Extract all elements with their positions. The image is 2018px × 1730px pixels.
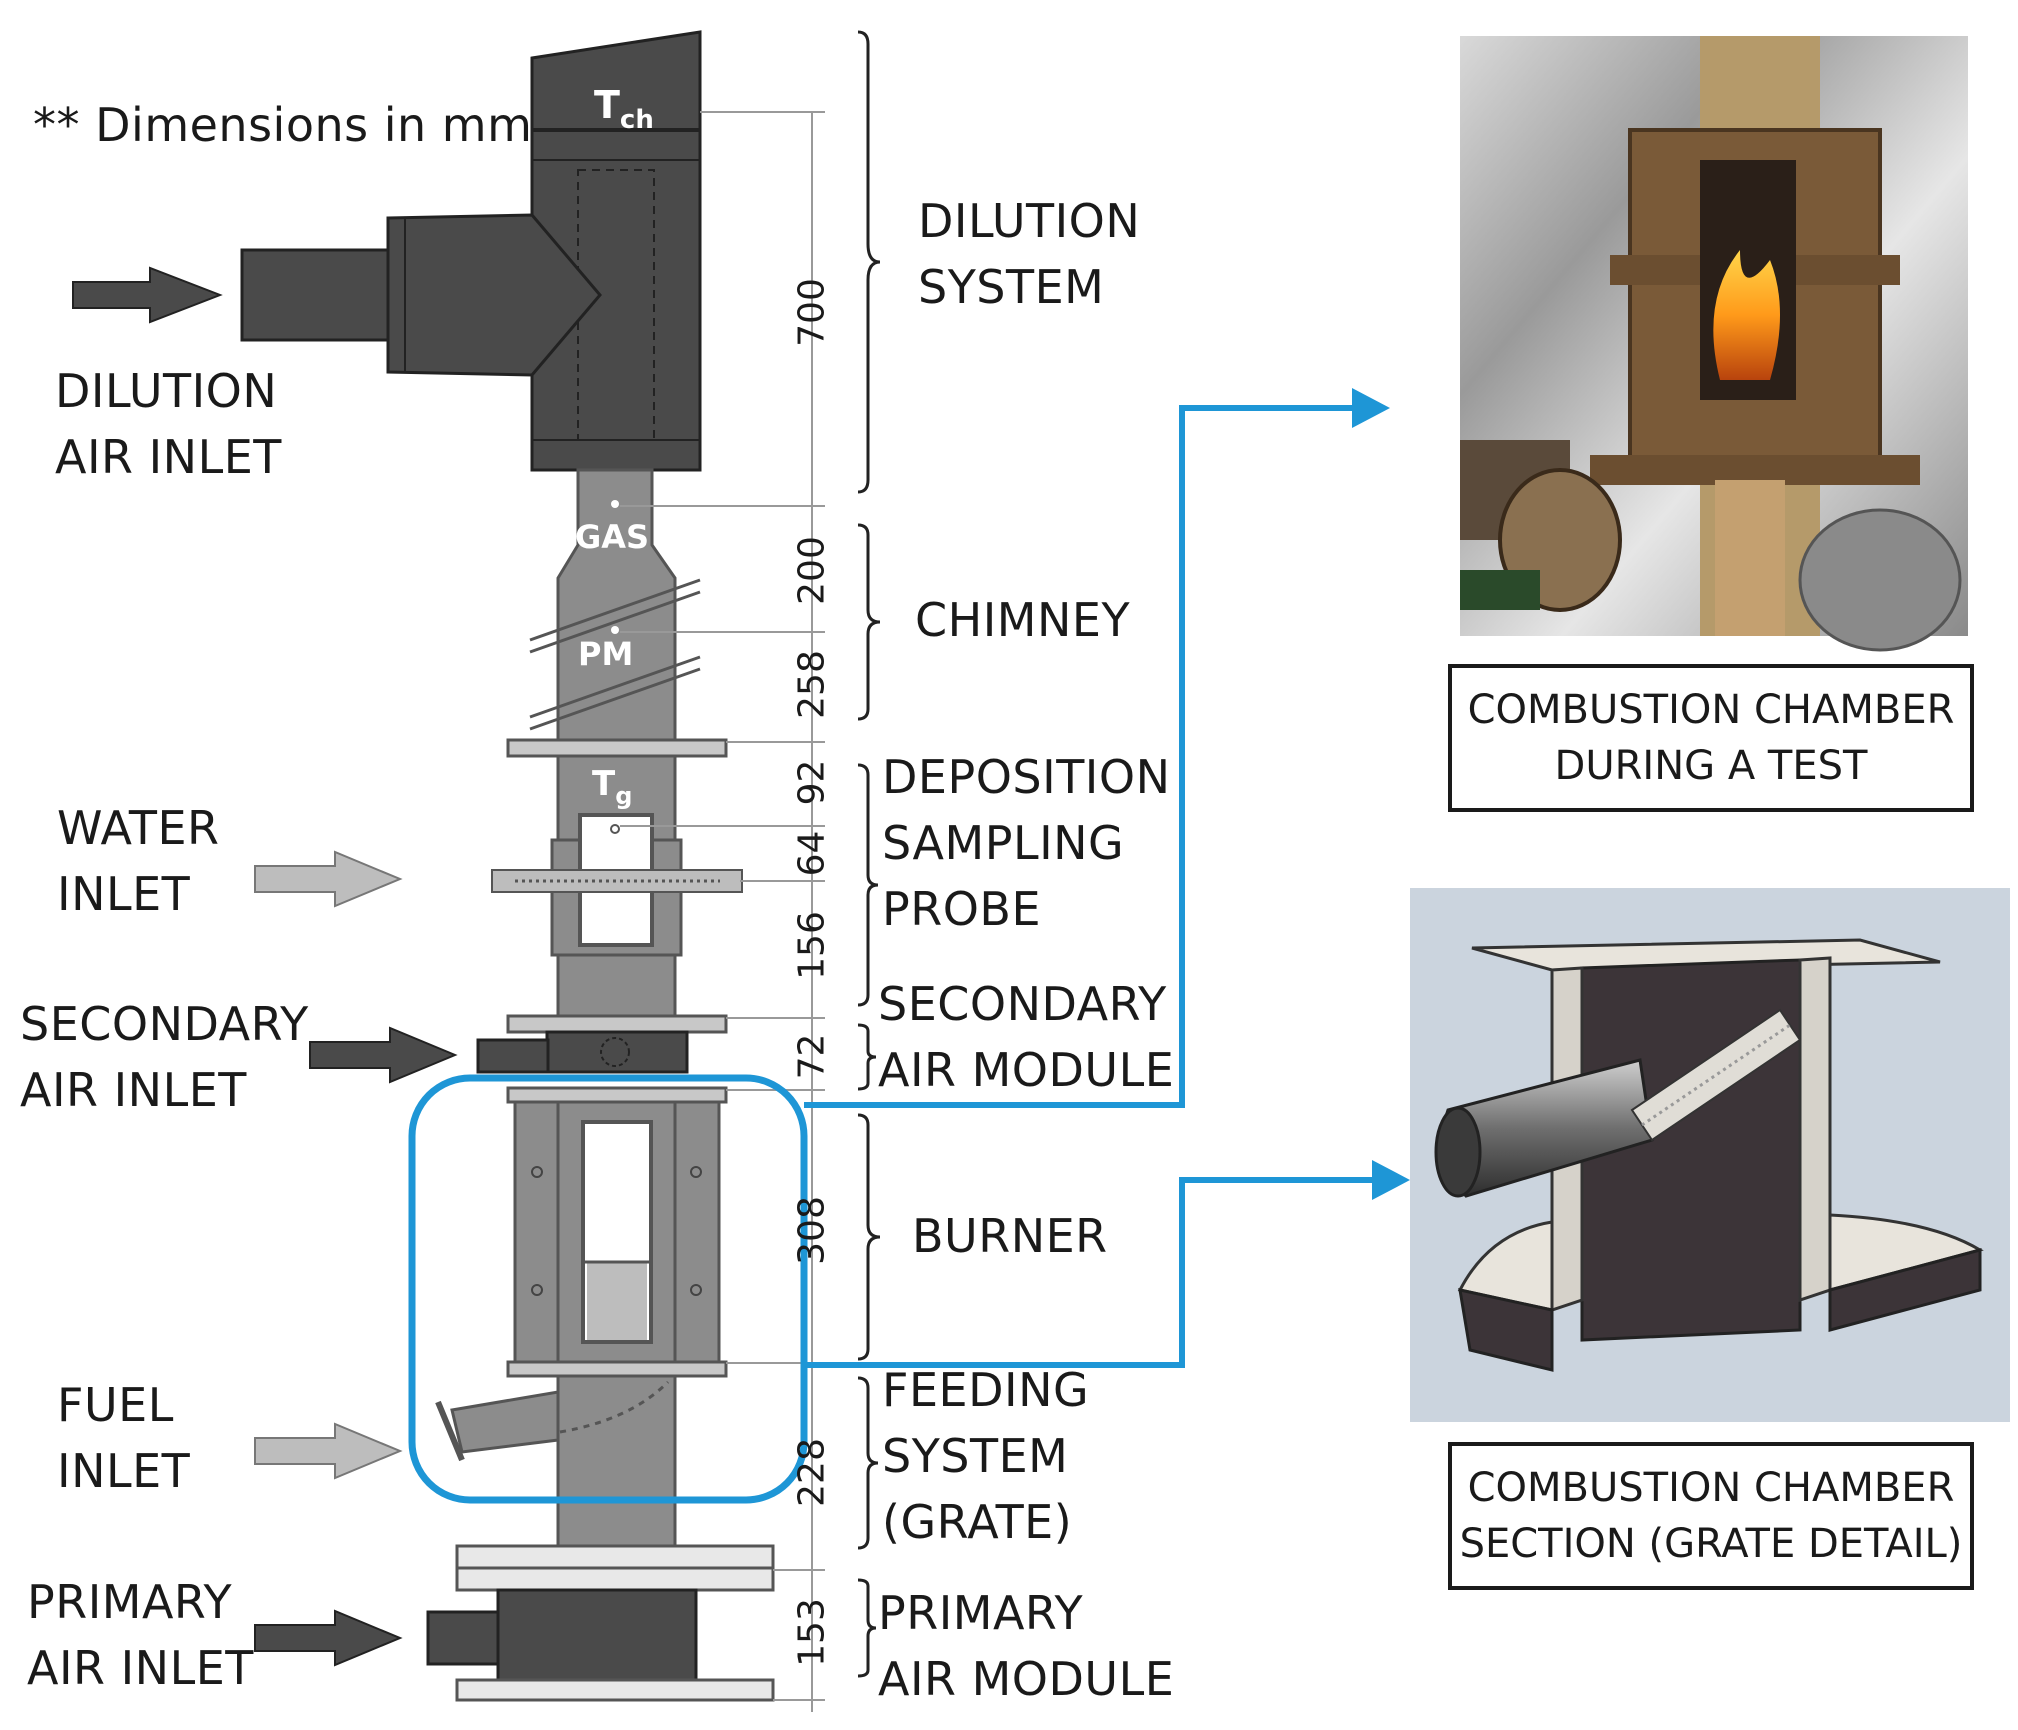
- secondary-inlet-arrow: [309, 1026, 458, 1084]
- connector-to-section: [804, 1177, 1388, 1368]
- connector-to-photo-arrowhead: [1352, 388, 1390, 428]
- primary-air-module-body: [426, 1544, 775, 1702]
- dim-228: 228: [791, 1438, 833, 1507]
- section-label-deposition: DEPOSITION SAMPLING PROBE: [882, 750, 1171, 936]
- section-label-dilution: DILUTION SYSTEM: [918, 194, 1141, 314]
- primary-inlet-arrow: [254, 1609, 403, 1667]
- caption-chamber-section: COMBUSTION CHAMBER SECTION (GRATE DETAIL…: [1448, 1442, 1974, 1590]
- inlet-label-water: WATER INLET: [57, 801, 220, 921]
- connector-to-section-arrowhead: [1372, 1160, 1410, 1200]
- dim-156: 156: [791, 911, 833, 980]
- inlet-label-primary: PRIMARY AIR INLET: [27, 1575, 254, 1695]
- chamber-section-render: [1410, 888, 2010, 1422]
- pm-sensor-label: PM: [578, 635, 633, 673]
- inlet-label-secondary: SECONDARY AIR INLET: [20, 997, 309, 1117]
- section-label-burner: BURNER: [912, 1209, 1108, 1263]
- dim-308: 308: [791, 1196, 833, 1265]
- section-label-feeding: FEEDING SYSTEM (GRATE): [882, 1363, 1090, 1549]
- section-label-primary-module: PRIMARY AIR MODULE: [878, 1586, 1175, 1706]
- section-label-secondary-module: SECONDARY AIR MODULE: [878, 977, 1175, 1097]
- dilution-system-body: [240, 30, 702, 472]
- dim-72: 72: [791, 1033, 833, 1080]
- inlet-label-fuel: FUEL INLET: [57, 1378, 191, 1498]
- feeding-system-body: [435, 1374, 677, 1548]
- dim-153: 153: [791, 1598, 833, 1667]
- dimension-lines: [620, 111, 825, 1712]
- dim-200: 200: [791, 536, 833, 605]
- connector-to-photo: [804, 405, 1368, 1108]
- dilution-inlet-arrow: [72, 266, 223, 324]
- secondary-flange: [506, 1014, 728, 1034]
- secondary-air-module-body: [476, 1030, 689, 1074]
- dimensions-note: ** Dimensions in mm: [33, 98, 533, 152]
- section-label-chimney: CHIMNEY: [915, 593, 1131, 647]
- caption-chamber-test: COMBUSTION CHAMBER DURING A TEST: [1448, 664, 1974, 812]
- chimney-body: [529, 468, 701, 742]
- burner-body: [506, 1086, 728, 1378]
- section-braces: [857, 30, 881, 1678]
- burner-highlight-box: [408, 1074, 808, 1504]
- fuel-inlet-arrow: [254, 1422, 403, 1480]
- deposition-section-body: [491, 754, 743, 1018]
- chamber-test-photo: [1460, 36, 1968, 652]
- tch-sensor-label: Tch: [594, 83, 654, 135]
- tg-sensor-label: Tg: [592, 764, 632, 810]
- dim-700: 700: [791, 278, 833, 347]
- water-inlet-arrow: [254, 850, 403, 908]
- inlet-label-dilution: DILUTION AIR INLET: [55, 364, 282, 484]
- chimney-flange: [506, 738, 728, 758]
- gas-sensor-label: GAS: [575, 518, 649, 556]
